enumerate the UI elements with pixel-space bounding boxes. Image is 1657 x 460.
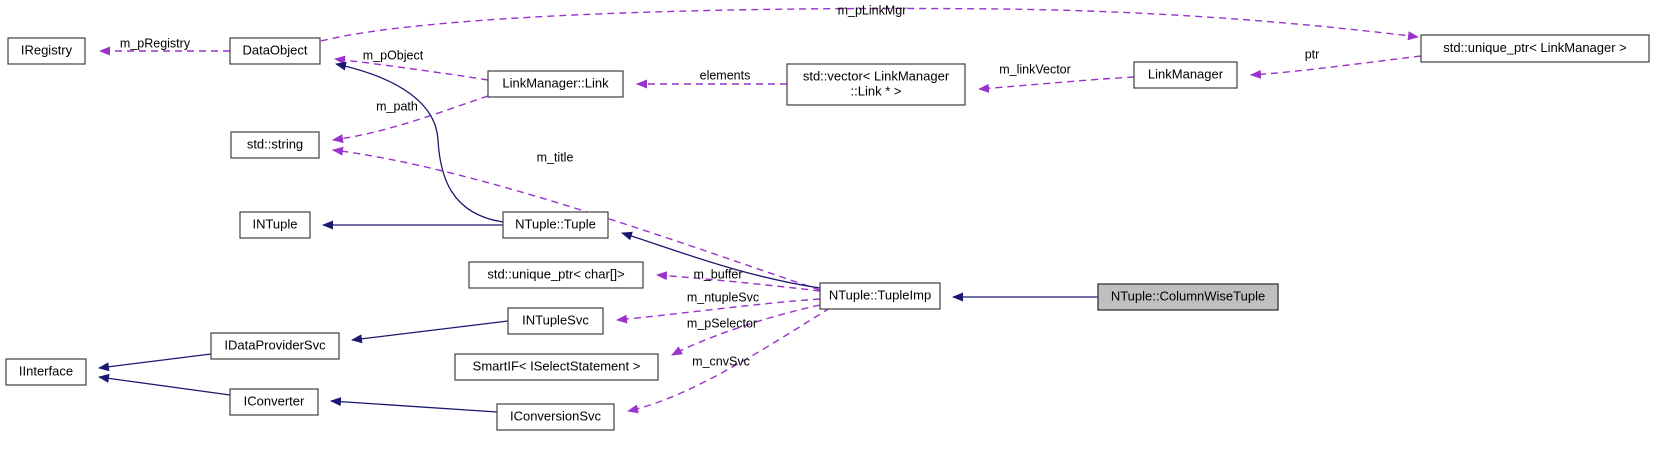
node-box-iconverter[interactable]: [229, 388, 319, 416]
node-label-smartif: SmartIF< ISelectStatement >: [473, 358, 641, 373]
node-label-idataprovider: IDataProviderSvc: [224, 337, 326, 352]
node-label-iconversionsvc: IConversionSvc: [510, 408, 602, 423]
edge-m_pSelector: [671, 304, 821, 356]
edge-label-m_cnvSvc: m_cnvSvc: [692, 354, 750, 368]
node-label-stdstring: std::string: [247, 136, 303, 151]
edge-m_path: [332, 95, 489, 144]
node-box-iconversionsvc[interactable]: [496, 403, 615, 431]
node-box-intuple[interactable]: [239, 211, 311, 239]
node-iconversionsvc[interactable]: IConversionSvc: [496, 403, 615, 431]
edge-m_pLinkMgr: [320, 7, 1419, 42]
node-label-uniqchar: std::unique_ptr< char[]>: [487, 266, 624, 281]
node-linkmanager[interactable]: LinkManager: [1133, 61, 1238, 89]
node-linkmgrlink[interactable]: LinkManager::Link: [487, 70, 624, 98]
edge-m_pObject: [334, 55, 489, 81]
edge-inherit-iconverter-iinterface: [98, 373, 231, 396]
edge-label-m_title: m_title: [537, 150, 574, 164]
edge-label-ptr: ptr: [1305, 47, 1320, 61]
node-box-columnwise[interactable]: [1097, 283, 1279, 311]
node-box-smartif[interactable]: [454, 353, 659, 381]
edge-label-m_buffer: m_buffer: [693, 267, 742, 281]
node-box-linkmgrlink[interactable]: [487, 70, 624, 98]
node-idataprovider[interactable]: IDataProviderSvc: [210, 332, 340, 360]
edge-label-m_pSelector: m_pSelector: [687, 316, 757, 330]
edge-inherit-idataprovidersvc-iinterface: [98, 353, 212, 372]
edge-label-elements: elements: [700, 68, 751, 82]
node-ntupletupleimp[interactable]: NTuple::TupleImp: [819, 282, 941, 310]
node-label-intuplesvc: INTupleSvc: [522, 312, 589, 327]
edge-label-m_pLinkMgr: m_pLinkMgr: [838, 3, 907, 17]
node-label-uniqlinkmgr: std::unique_ptr< LinkManager >: [1443, 40, 1627, 55]
node-box-intuplesvc[interactable]: [507, 307, 604, 335]
node-label-iinterface: IInterface: [19, 363, 73, 378]
edge-label-m_pRegistry: m_pRegistry: [120, 36, 191, 50]
node-label-iconverter: IConverter: [244, 393, 305, 408]
node-box-vectorlink[interactable]: [786, 63, 966, 106]
node-box-iinterface[interactable]: [5, 358, 87, 386]
node-label-columnwise: NTuple::ColumnWiseTuple: [1111, 288, 1265, 303]
node-smartif[interactable]: SmartIF< ISelectStatement >: [454, 353, 659, 381]
node-label-ntupletuple: NTuple::Tuple: [515, 216, 596, 231]
node-box-ntupletuple[interactable]: [502, 211, 609, 239]
node-intuple[interactable]: INTuple: [239, 211, 311, 239]
node-iconverter[interactable]: IConverter: [229, 388, 319, 416]
node-uniqlinkmgr[interactable]: std::unique_ptr< LinkManager >: [1420, 34, 1650, 63]
edge-m_cnvSvc: [627, 307, 831, 414]
edge-label-m_pObject: m_pObject: [363, 48, 424, 62]
edge-label-m_ntupleSvc: m_ntupleSvc: [687, 290, 759, 304]
node-dataobject[interactable]: DataObject: [229, 37, 321, 65]
edge-inherit-iconversionsvc-iconverter: [330, 397, 498, 413]
node-iregistry[interactable]: IRegistry: [7, 37, 86, 65]
node-label-vectorlink: ::Link * >: [851, 83, 902, 98]
node-label-vectorlink: std::vector< LinkManager: [803, 68, 950, 83]
node-label-intuple: INTuple: [252, 216, 297, 231]
node-box-idataprovider[interactable]: [210, 332, 340, 360]
edge-m_ntupleSvc: [616, 298, 821, 324]
node-label-ntupletupleimp: NTuple::TupleImp: [829, 287, 931, 302]
node-box-ntupletupleimp[interactable]: [819, 282, 941, 310]
node-box-uniqchar[interactable]: [468, 261, 644, 289]
node-box-stdstring[interactable]: [230, 131, 320, 159]
node-box-dataobject[interactable]: [229, 37, 321, 65]
node-label-dataobject: DataObject: [242, 42, 307, 57]
edge-inherit-tupleimp-tuple: [621, 231, 821, 289]
node-box-iregistry[interactable]: [7, 37, 86, 65]
node-label-iregistry: IRegistry: [21, 42, 73, 57]
node-iinterface[interactable]: IInterface: [5, 358, 87, 386]
node-intuplesvc[interactable]: INTupleSvc: [507, 307, 604, 335]
node-label-linkmgrlink: LinkManager::Link: [502, 75, 609, 90]
node-vectorlink[interactable]: std::vector< LinkManager::Link * >: [786, 63, 966, 106]
node-box-uniqlinkmgr[interactable]: [1420, 34, 1650, 63]
edge-inherit-tuple-dataobject: [335, 61, 504, 223]
node-ntupletuple[interactable]: NTuple::Tuple: [502, 211, 609, 239]
edge-label-m_linkVector: m_linkVector: [999, 62, 1071, 76]
edge-m_buffer: [656, 271, 821, 292]
edge-labels-layer: m_pRegistry m_pLinkMgr m_pObject elements m_…: [120, 3, 1319, 368]
node-box-linkmanager[interactable]: [1133, 61, 1238, 89]
edge-ptr: [1250, 55, 1422, 79]
edge-inherit-intuplesvc-idataprovidersvc: [351, 320, 509, 344]
node-label-linkmanager: LinkManager: [1148, 66, 1224, 81]
node-uniqchar[interactable]: std::unique_ptr< char[]>: [468, 261, 644, 289]
edge-m_linkVector: [978, 76, 1135, 93]
edge-label-m_path: m_path: [376, 99, 418, 113]
node-stdstring[interactable]: std::string: [230, 131, 320, 159]
node-columnwise[interactable]: NTuple::ColumnWiseTuple: [1097, 283, 1279, 311]
